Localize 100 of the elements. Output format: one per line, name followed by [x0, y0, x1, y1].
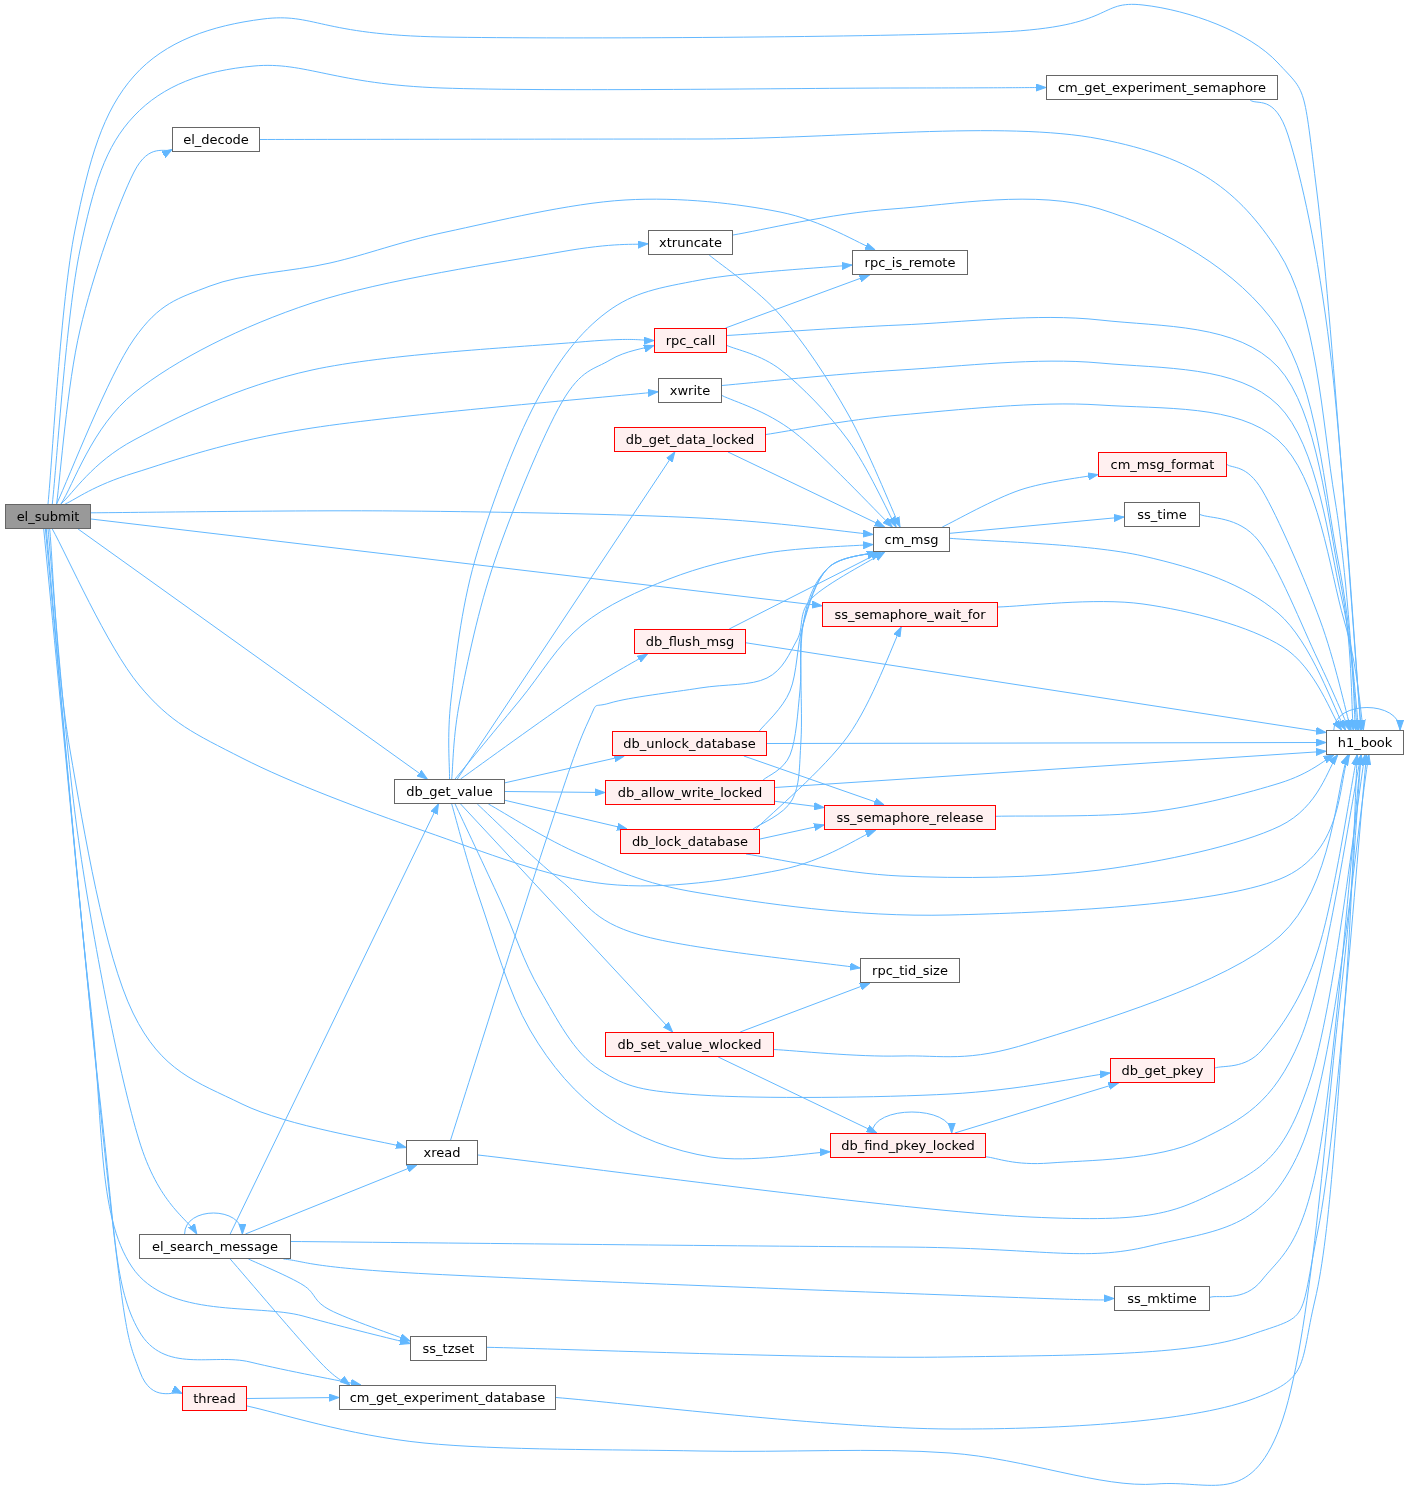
call-arrow — [721, 395, 893, 528]
call-arrow — [954, 1082, 1119, 1134]
call-arrow — [504, 754, 625, 784]
call-arrow — [726, 345, 897, 528]
function-box — [860, 958, 960, 983]
call-arrow — [759, 823, 825, 840]
call-arrow — [774, 800, 825, 811]
call-arrow — [451, 803, 831, 1160]
function-box — [634, 629, 746, 654]
function-name: db_unlock_database — [623, 736, 756, 751]
function-box — [620, 829, 760, 854]
function-name: xtruncate — [659, 235, 722, 250]
function-box — [605, 1032, 774, 1057]
call-arrow — [246, 1393, 340, 1402]
function-box — [830, 1133, 986, 1158]
function-box — [1046, 75, 1278, 100]
function-box — [822, 602, 998, 627]
call-arrow — [745, 642, 1327, 735]
function-name: el_decode — [183, 132, 249, 147]
function-name: ss_semaphore_release — [836, 810, 984, 825]
function-name: db_set_value_wlocked — [617, 1037, 762, 1052]
call-arrow — [56, 149, 173, 505]
function-name: ss_tzset — [422, 1341, 475, 1356]
function-name: db_get_value — [406, 784, 493, 799]
function-name: el_search_message — [151, 1239, 279, 1254]
function-box — [1098, 452, 1227, 477]
function-name: cm_get_experiment_database — [349, 1390, 546, 1405]
call-arrow — [773, 754, 1349, 1058]
call-arrow — [77, 528, 428, 780]
call-arrow — [725, 274, 870, 329]
call-arrow — [246, 754, 1365, 1486]
call-arrow — [504, 788, 606, 797]
call-arrow — [743, 755, 885, 806]
call-arrow — [247, 1258, 411, 1342]
function-name: xwrite — [669, 383, 711, 398]
call-arrow — [486, 754, 1370, 1358]
function-box — [5, 504, 91, 529]
self-call-arrow — [1333, 707, 1403, 731]
call-arrow — [941, 472, 1099, 528]
function-box — [648, 230, 733, 255]
call-arrow — [755, 626, 902, 830]
call-arrow — [476, 803, 861, 971]
call-arrow — [229, 803, 439, 1235]
call-arrow — [60, 336, 655, 505]
function-box — [410, 1336, 487, 1361]
function-box — [1114, 1286, 1210, 1311]
call-arrow — [504, 799, 628, 831]
call-arrow — [708, 254, 901, 528]
function-box — [406, 1140, 478, 1165]
function-box — [654, 328, 727, 353]
function-name: el_submit — [16, 509, 80, 524]
function-name: h1_book — [1337, 735, 1393, 750]
call-arrow — [43, 528, 183, 1395]
call-arrow — [739, 982, 871, 1033]
function-box — [139, 1234, 291, 1259]
function-box — [394, 779, 505, 804]
call-arrow — [949, 537, 1346, 731]
call-arrow — [717, 1056, 878, 1134]
function-box — [172, 127, 260, 152]
call-arrow — [949, 513, 1125, 534]
call-arrow — [454, 803, 1111, 1098]
call-arrow — [454, 541, 874, 780]
call-arrow — [477, 754, 1368, 1220]
call-arrow — [90, 510, 874, 538]
call-arrow — [448, 261, 853, 780]
function-box — [605, 780, 775, 805]
function-box — [824, 805, 996, 830]
function-name: cm_msg — [884, 532, 939, 547]
function-name: db_get_data_locked — [625, 432, 755, 447]
call-arrow — [555, 754, 1361, 1430]
function-name: ss_time — [1137, 507, 1187, 522]
function-name: rpc_call — [665, 333, 716, 348]
call-arrow — [728, 551, 882, 630]
call-arrow — [450, 551, 886, 1141]
call-arrow — [995, 754, 1335, 817]
function-box — [658, 378, 722, 403]
function-name: cm_msg_format — [1110, 457, 1215, 472]
call-arrow — [451, 344, 655, 780]
call-arrow — [60, 240, 649, 505]
call-arrow — [487, 754, 1350, 916]
function-name: db_lock_database — [632, 834, 748, 849]
self-call-arrow — [871, 1111, 954, 1134]
call-arrow — [45, 528, 411, 1345]
function-name: cm_get_experiment_semaphore — [1057, 80, 1267, 95]
call-arrow — [727, 451, 886, 528]
call-arrow — [1199, 514, 1350, 731]
call-arrow — [765, 403, 1366, 731]
function-box — [182, 1386, 247, 1411]
function-box — [873, 527, 950, 552]
call-arrow — [774, 747, 1327, 788]
call-arrow — [51, 528, 877, 887]
call-arrow — [90, 518, 823, 609]
call-arrow — [732, 198, 1362, 731]
self-call-arrow — [184, 1212, 245, 1235]
call-arrow — [460, 803, 674, 1033]
function-box — [612, 731, 767, 756]
function-box — [339, 1385, 556, 1410]
call-arrow — [49, 528, 407, 1150]
call-arrow — [47, 528, 198, 1235]
function-name: rpc_is_remote — [864, 255, 956, 270]
